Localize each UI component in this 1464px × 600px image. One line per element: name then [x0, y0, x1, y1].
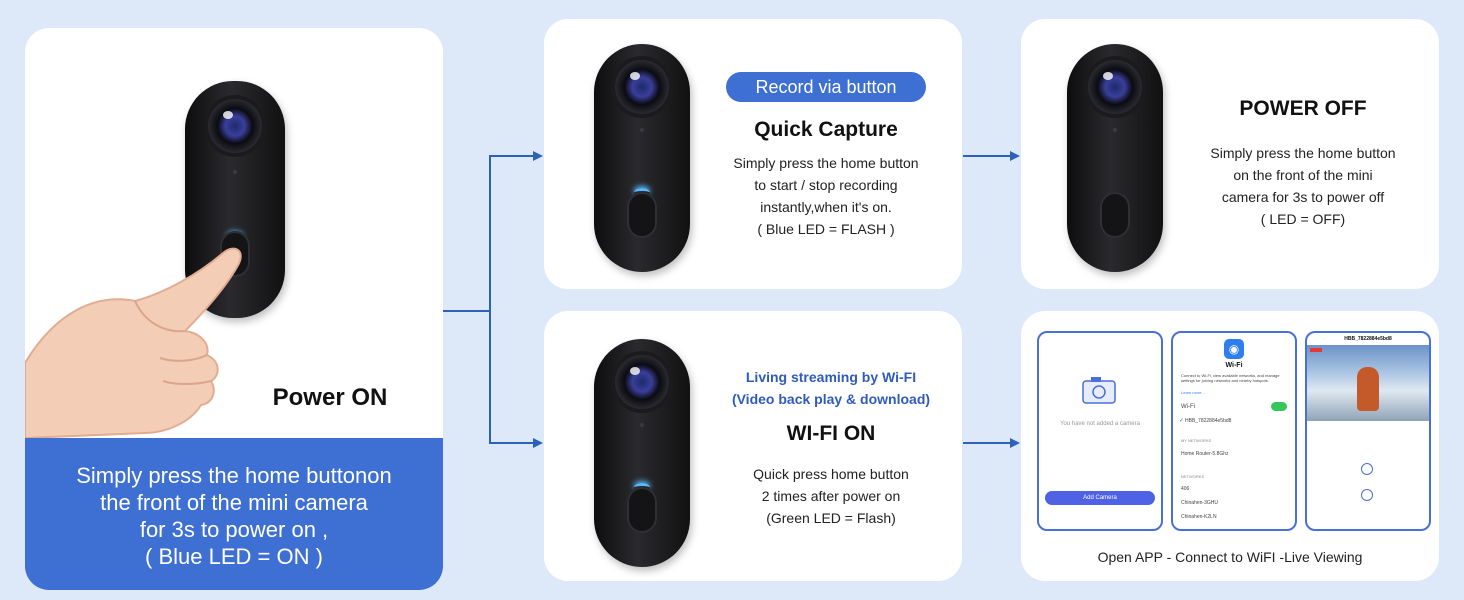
power-on-card: Power ON Simply press the home buttonon …	[25, 28, 443, 590]
wifi-settings-desc: Connect to Wi-Fi, view available network…	[1181, 373, 1280, 383]
connected-network[interactable]: HBB_7822884e5bd8	[1185, 418, 1232, 424]
connector-main	[443, 310, 490, 312]
camera-illustration	[1082, 377, 1116, 404]
wifi-subtitle-line2: (Video back play & download)	[731, 391, 931, 407]
network-item-1[interactable]: 406	[1181, 486, 1190, 492]
led-indicator	[634, 483, 650, 492]
power-on-desc-panel: Simply press the home buttonon the front…	[25, 438, 443, 590]
camera-image	[1067, 44, 1163, 272]
connector-to-power-off	[963, 155, 1013, 157]
power-off-title: POWER OFF	[1239, 97, 1367, 120]
network-item-3[interactable]: Chinahen-K2LN	[1181, 514, 1217, 520]
wifi-subtitle-line1: Living streaming by Wi-FI	[745, 369, 917, 385]
quick-capture-line4: ( Blue LED = FLASH )	[757, 221, 895, 237]
camera-mic-dot	[640, 423, 644, 427]
recording-indicator	[1310, 348, 1322, 352]
wifi-on-line1: Quick press home button	[753, 466, 909, 482]
quick-capture-card: Record via button Quick Capture Simply p…	[544, 19, 962, 289]
home-button	[627, 192, 657, 238]
connector-to-app	[963, 442, 1013, 444]
wifi-on-card: Living streaming by Wi-FI (Video back pl…	[544, 311, 962, 581]
power-on-title: Power ON	[272, 384, 388, 411]
wifi-on-title: WI-FI ON	[786, 422, 876, 445]
my-networks-header: MY NETWORKS	[1181, 438, 1212, 443]
connector-bottom	[489, 442, 534, 444]
power-off-line2: on the front of the mini	[1233, 167, 1373, 183]
arrow-to-quick-capture	[533, 151, 543, 161]
snapshot-control[interactable]	[1361, 489, 1373, 501]
camera-mic-dot	[1113, 128, 1117, 132]
phone-screen-app-home: You have not added a camera Add Camera	[1037, 331, 1163, 531]
quick-capture-line2: to start / stop recording	[754, 177, 898, 193]
wifi-on-desc: Quick press home button 2 times after po…	[706, 463, 956, 529]
empty-state-text: You have not added a camera	[1060, 421, 1140, 427]
arrow-to-wifi-on	[533, 438, 543, 448]
wifi-subtitle: Living streaming by Wi-FI (Video back pl…	[706, 366, 956, 410]
climber-figure	[1357, 367, 1379, 411]
wifi-toggle-label: Wi-Fi	[1181, 404, 1195, 410]
app-card: You have not added a camera Add Camera ◉…	[1021, 311, 1439, 581]
camera-lens	[611, 351, 673, 413]
add-camera-button[interactable]: Add Camera	[1045, 491, 1155, 505]
connected-check-icon: ✓	[1179, 418, 1185, 424]
wifi-toggle[interactable]	[1271, 402, 1287, 411]
quick-capture-line3: instantly,when it's on.	[760, 199, 892, 215]
connector-vertical	[489, 155, 491, 444]
arrow-to-app	[1010, 438, 1020, 448]
power-off-card: POWER OFF Simply press the home button o…	[1021, 19, 1439, 289]
power-on-desc-line2: the front of the mini camera	[100, 490, 368, 515]
quick-capture-line1: Simply press the home button	[733, 155, 919, 171]
wifi-app-icon: ◉	[1224, 339, 1244, 359]
home-button	[627, 487, 657, 533]
power-on-desc-line3: for 3s to power on ,	[139, 517, 329, 542]
camera-image	[594, 44, 690, 272]
quick-capture-title: Quick Capture	[754, 118, 898, 141]
camera-mic-dot	[640, 128, 644, 132]
networks-header: NETWORKS	[1181, 474, 1205, 479]
camera-lens	[204, 95, 266, 157]
live-view-title: HBB_7822884e5bd8	[1344, 336, 1392, 342]
app-caption: Open APP - Connect to WiFI -Live Viewing	[1097, 549, 1363, 565]
led-indicator	[634, 188, 650, 197]
home-router-network[interactable]: Home Router-5.8Ghz	[1181, 451, 1229, 457]
hand-illustration	[25, 247, 242, 440]
phone-screen-live-view: HBB_7822884e5bd8	[1305, 331, 1431, 531]
power-off-line4: ( LED = OFF)	[1260, 211, 1346, 227]
connector-top	[489, 155, 534, 157]
phone-screen-wifi-settings: ◉ Wi-Fi Connect to Wi-Fi, view available…	[1171, 331, 1297, 531]
power-off-line3: camera for 3s to power off	[1221, 189, 1385, 205]
learn-more-link[interactable]: Learn more...	[1181, 390, 1205, 395]
record-via-button-badge: Record via button	[726, 72, 926, 102]
live-video-preview	[1307, 345, 1429, 421]
quick-capture-desc: Simply press the home button to start / …	[706, 152, 946, 240]
wifi-on-line2: 2 times after power on	[761, 488, 901, 504]
camera-lens	[611, 56, 673, 118]
camera-image	[594, 339, 690, 567]
wifi-on-line3: (Green LED = Flash)	[766, 510, 896, 526]
pause-control[interactable]	[1361, 463, 1373, 475]
power-off-line1: Simply press the home button	[1210, 145, 1396, 161]
camera-mic-dot	[233, 170, 237, 174]
arrow-to-power-off	[1010, 151, 1020, 161]
power-on-desc-line1: Simply press the home buttonon	[76, 463, 392, 488]
power-on-desc-line4: ( Blue LED = ON )	[145, 544, 323, 569]
wifi-settings-title: Wi-Fi	[1225, 362, 1243, 369]
network-item-2[interactable]: Chinahen-3GHU	[1181, 500, 1218, 506]
home-button	[1100, 192, 1130, 238]
camera-lens	[1084, 56, 1146, 118]
power-off-desc: Simply press the home button on the fron…	[1181, 142, 1425, 230]
